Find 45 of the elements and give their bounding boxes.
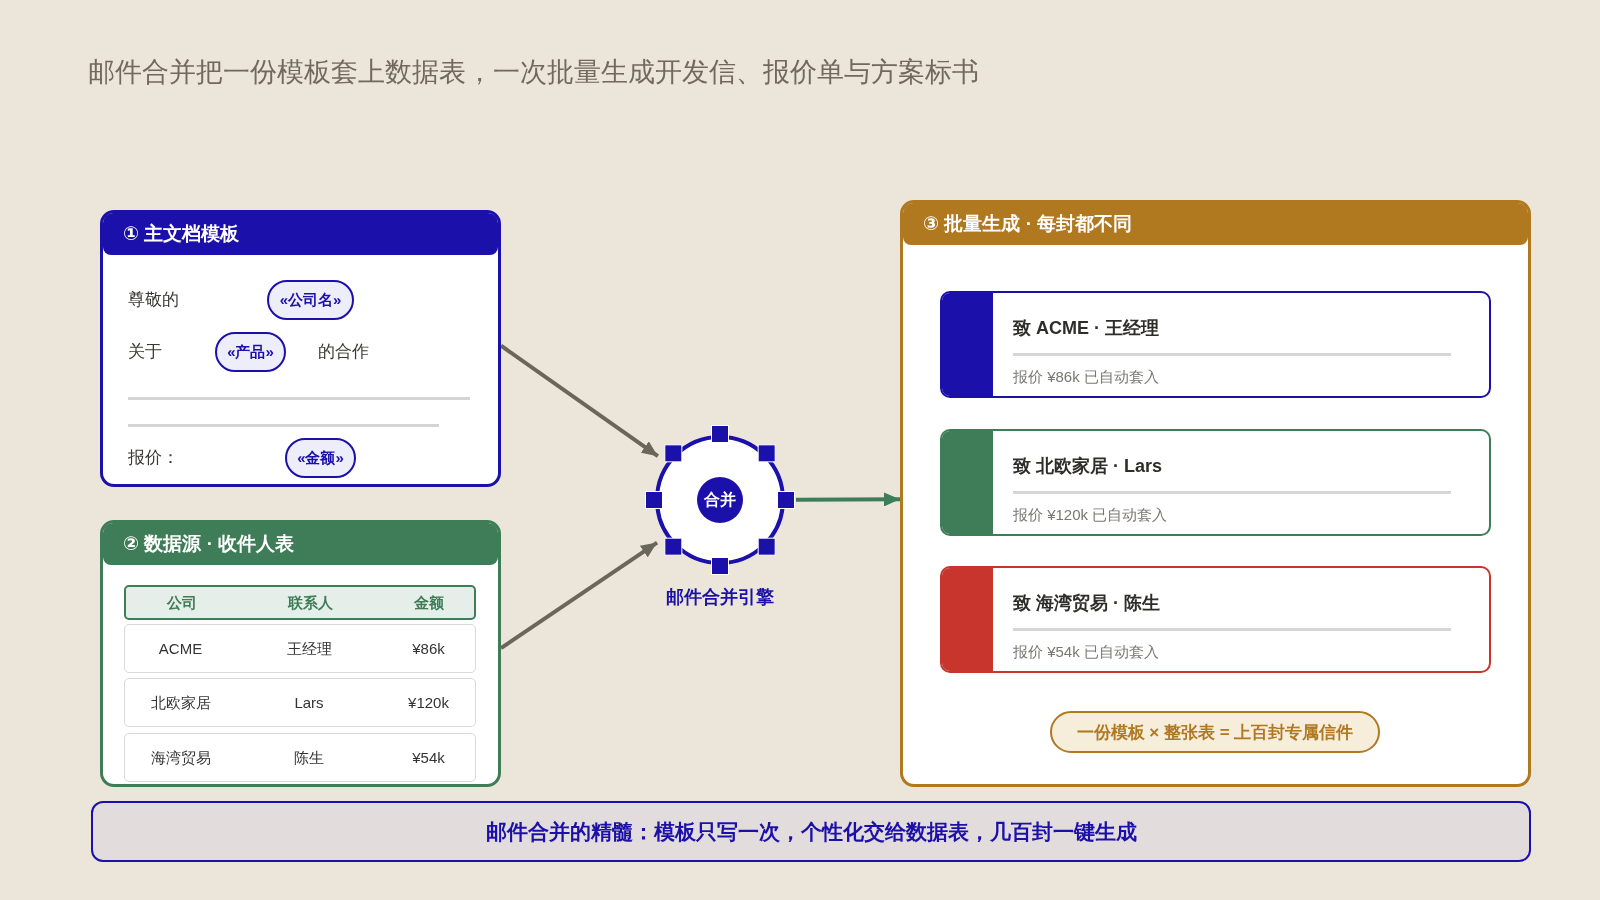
letter-card — [940, 566, 1491, 673]
letter-card — [940, 429, 1491, 536]
letter-heading: 致 ACME · 王经理 — [1013, 317, 1159, 340]
table-entry: 陈生 — [294, 747, 324, 768]
template-panel — [100, 210, 501, 487]
summary-banner: 邮件合并的精髓：模板只写一次，个性化交给数据表，几百封一键生成 — [91, 801, 1531, 862]
letter-card — [940, 291, 1491, 398]
table-entry: 王经理 — [286, 638, 332, 659]
merge-field-chip: «产品» — [215, 332, 286, 372]
table-entry: ¥54k — [412, 747, 445, 768]
letter-text: 关于 — [128, 341, 162, 363]
arrow — [796, 492, 900, 507]
arrow — [499, 540, 659, 650]
column-heading: 公司 — [166, 592, 197, 613]
letter-note: 报价 ¥54k 已自动套入 — [1013, 642, 1159, 662]
letter-text: 尊敬的 — [128, 289, 179, 311]
table-entry: 海湾贸易 — [150, 747, 211, 768]
formula-pill: 一份模板 × 整张表 = 上百封专属信件 — [1050, 711, 1380, 753]
data-source-panel — [100, 520, 501, 787]
table-entry: 北欧家居 — [150, 692, 211, 713]
table-entry: ¥120k — [408, 692, 449, 713]
column-heading: 金额 — [413, 592, 444, 613]
letter-note: 报价 ¥86k 已自动套入 — [1013, 367, 1159, 387]
table-header-row — [124, 585, 476, 620]
panel-header: ① 主文档模板 — [103, 213, 498, 255]
table-row — [124, 678, 476, 727]
table-row — [124, 733, 476, 782]
panel-header: ③ 批量生成 · 每封都不同 — [903, 203, 1528, 245]
panel-header: ② 数据源 · 收件人表 — [103, 523, 498, 565]
letter-note: 报价 ¥120k 已自动套入 — [1013, 505, 1168, 525]
table-entry: ACME — [158, 638, 203, 659]
table-entry: Lars — [294, 692, 324, 713]
page-title: 邮件合并把一份模板套上数据表，一次批量生成开发信、报价单与方案标书 — [88, 56, 979, 89]
letter-text: 的合作 — [318, 341, 369, 363]
merge-field-chip: «金额» — [285, 438, 356, 478]
table-entry: ¥86k — [412, 638, 445, 659]
column-heading: 联系人 — [287, 592, 333, 613]
arrow — [499, 344, 659, 458]
engine-caption: 邮件合并引擎 — [666, 586, 774, 609]
letter-heading: 致 海湾贸易 · 陈生 — [1013, 592, 1160, 615]
merge-field-chip: «公司名» — [267, 280, 354, 320]
letter-text: 报价： — [128, 447, 179, 469]
letter-heading: 致 北欧家居 · Lars — [1013, 455, 1163, 478]
output-panel — [900, 200, 1531, 787]
table-row — [124, 624, 476, 673]
